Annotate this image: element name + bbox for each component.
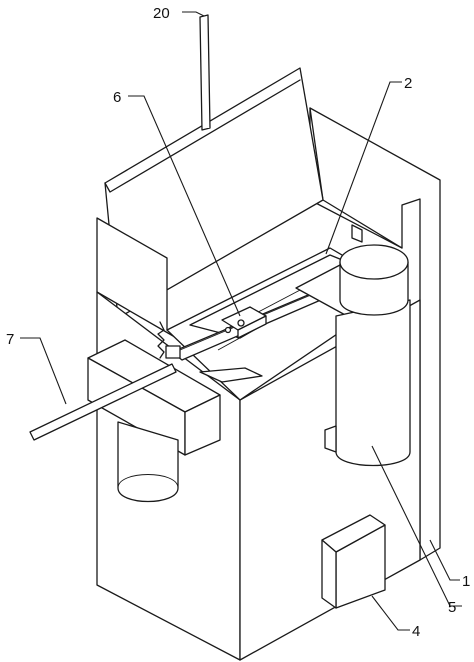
label-4: 4 [412,623,420,640]
carriage-bolt-2 [224,326,232,334]
left-motor-body [117,421,179,503]
label-7: 7 [6,331,14,348]
label-6: 6 [113,89,121,106]
right-motor-cylinder [335,299,411,467]
leader-7 [20,337,67,405]
leader-20 [182,11,205,17]
leader-4 [371,595,410,631]
rod-20 [199,14,211,131]
label-1: 1 [462,573,470,590]
label-5: 5 [448,599,456,616]
side-gearbox-right [184,394,221,456]
left-motor-edge [117,474,179,489]
back-bracket [351,224,363,243]
arm-7 [29,363,177,441]
leader-1 [429,539,460,581]
right-motor-mount [324,425,337,453]
right-motor-cap-top [339,244,409,280]
clamp-spring [157,321,165,359]
pusher-wedge [199,367,263,383]
label-2: 2 [404,75,412,92]
label-20: 20 [153,5,170,22]
lid-panel-rim [104,79,301,193]
carriage-block-side [237,315,267,339]
clamp-block [165,345,181,359]
leader-2 [325,81,402,255]
control-box-left [321,539,337,609]
carriage-bolt [237,319,245,327]
leader-5 [371,445,462,607]
leader-6 [128,95,241,317]
